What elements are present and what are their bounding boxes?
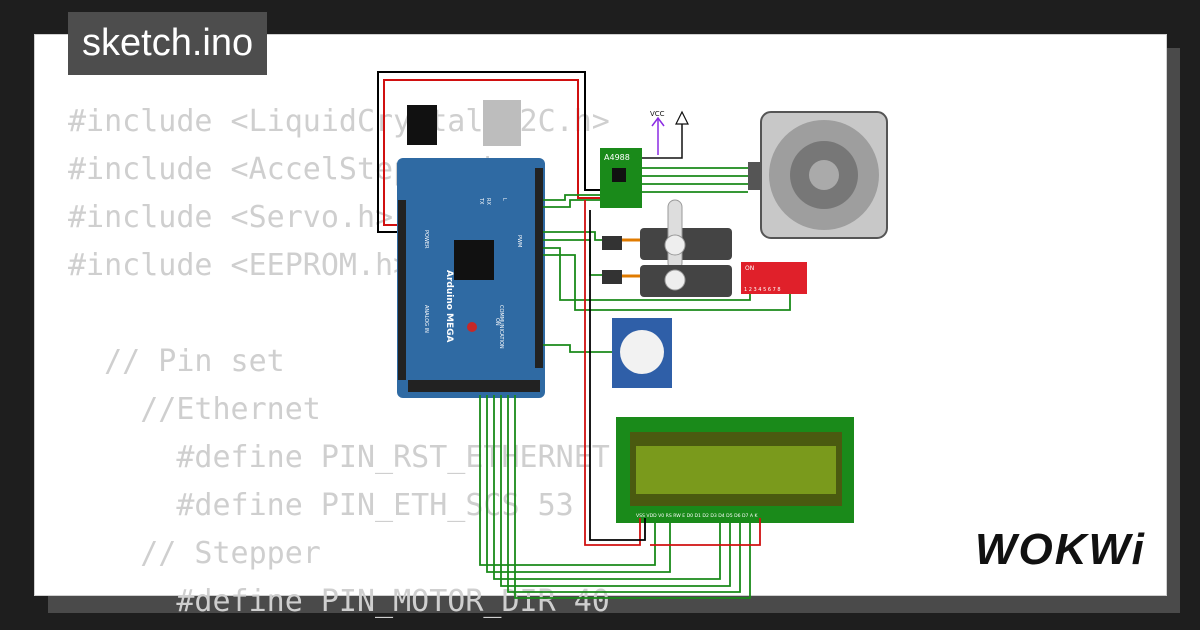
analog-label: ANALOG IN (423, 305, 429, 333)
l-label: L (501, 198, 507, 201)
arduino-mega-board: Arduino MEGA ANALOG IN POWER PWM COMMUNI… (397, 100, 545, 398)
a4988-driver: A4988 (600, 148, 642, 208)
device-wires (479, 194, 791, 599)
code-line: // Pin set (68, 344, 285, 379)
lcd-display: VSS VDD V0 RS RW E D0 D1 D2 D3 D4 D5 D6 … (616, 417, 854, 523)
communication-label: COMMUNICATION (498, 305, 504, 349)
code-line: #define PIN_MOTOR_DIR 40 (68, 584, 610, 619)
vcc-label: VCC (650, 110, 665, 118)
code-line: // Stepper (68, 536, 321, 571)
wokwi-logo: WOKWi (975, 525, 1146, 574)
dip-switch: ON 1 2 3 4 5 6 7 8 (741, 262, 807, 294)
pwm-label: PWM (516, 235, 522, 247)
driver-label: A4988 (604, 153, 630, 162)
pir-sensor (612, 318, 672, 388)
dip-numbers: 1 2 3 4 5 6 7 8 (744, 287, 781, 293)
dip-on-label: ON (745, 265, 754, 272)
code-line: //Ethernet (68, 392, 321, 427)
tx-label: TX (478, 197, 484, 205)
wire-black-top (377, 71, 605, 233)
preview-card (34, 34, 1167, 596)
servo-connectors (602, 236, 640, 284)
servo-2 (640, 265, 732, 297)
servo-1 (640, 199, 732, 271)
ground-symbol (642, 110, 689, 159)
board-name: Arduino MEGA (444, 270, 454, 343)
vcc-symbol: VCC (650, 110, 665, 155)
code-line: #include <Servo.h> (68, 200, 394, 235)
stepper-wires (642, 167, 748, 193)
wire-red-top (383, 79, 605, 226)
sketch-title: sketch.ino (68, 12, 268, 75)
on-label: ON (494, 318, 500, 326)
stepper-motor (748, 111, 888, 239)
rx-label: RX (485, 198, 491, 205)
power-label: POWER (423, 230, 429, 249)
code-line: #include <EEPROM.h> (68, 248, 412, 283)
lcd-pins-label: VSS VDD V0 RS RW E D0 D1 D2 D3 D4 D5 D6 … (636, 513, 759, 519)
